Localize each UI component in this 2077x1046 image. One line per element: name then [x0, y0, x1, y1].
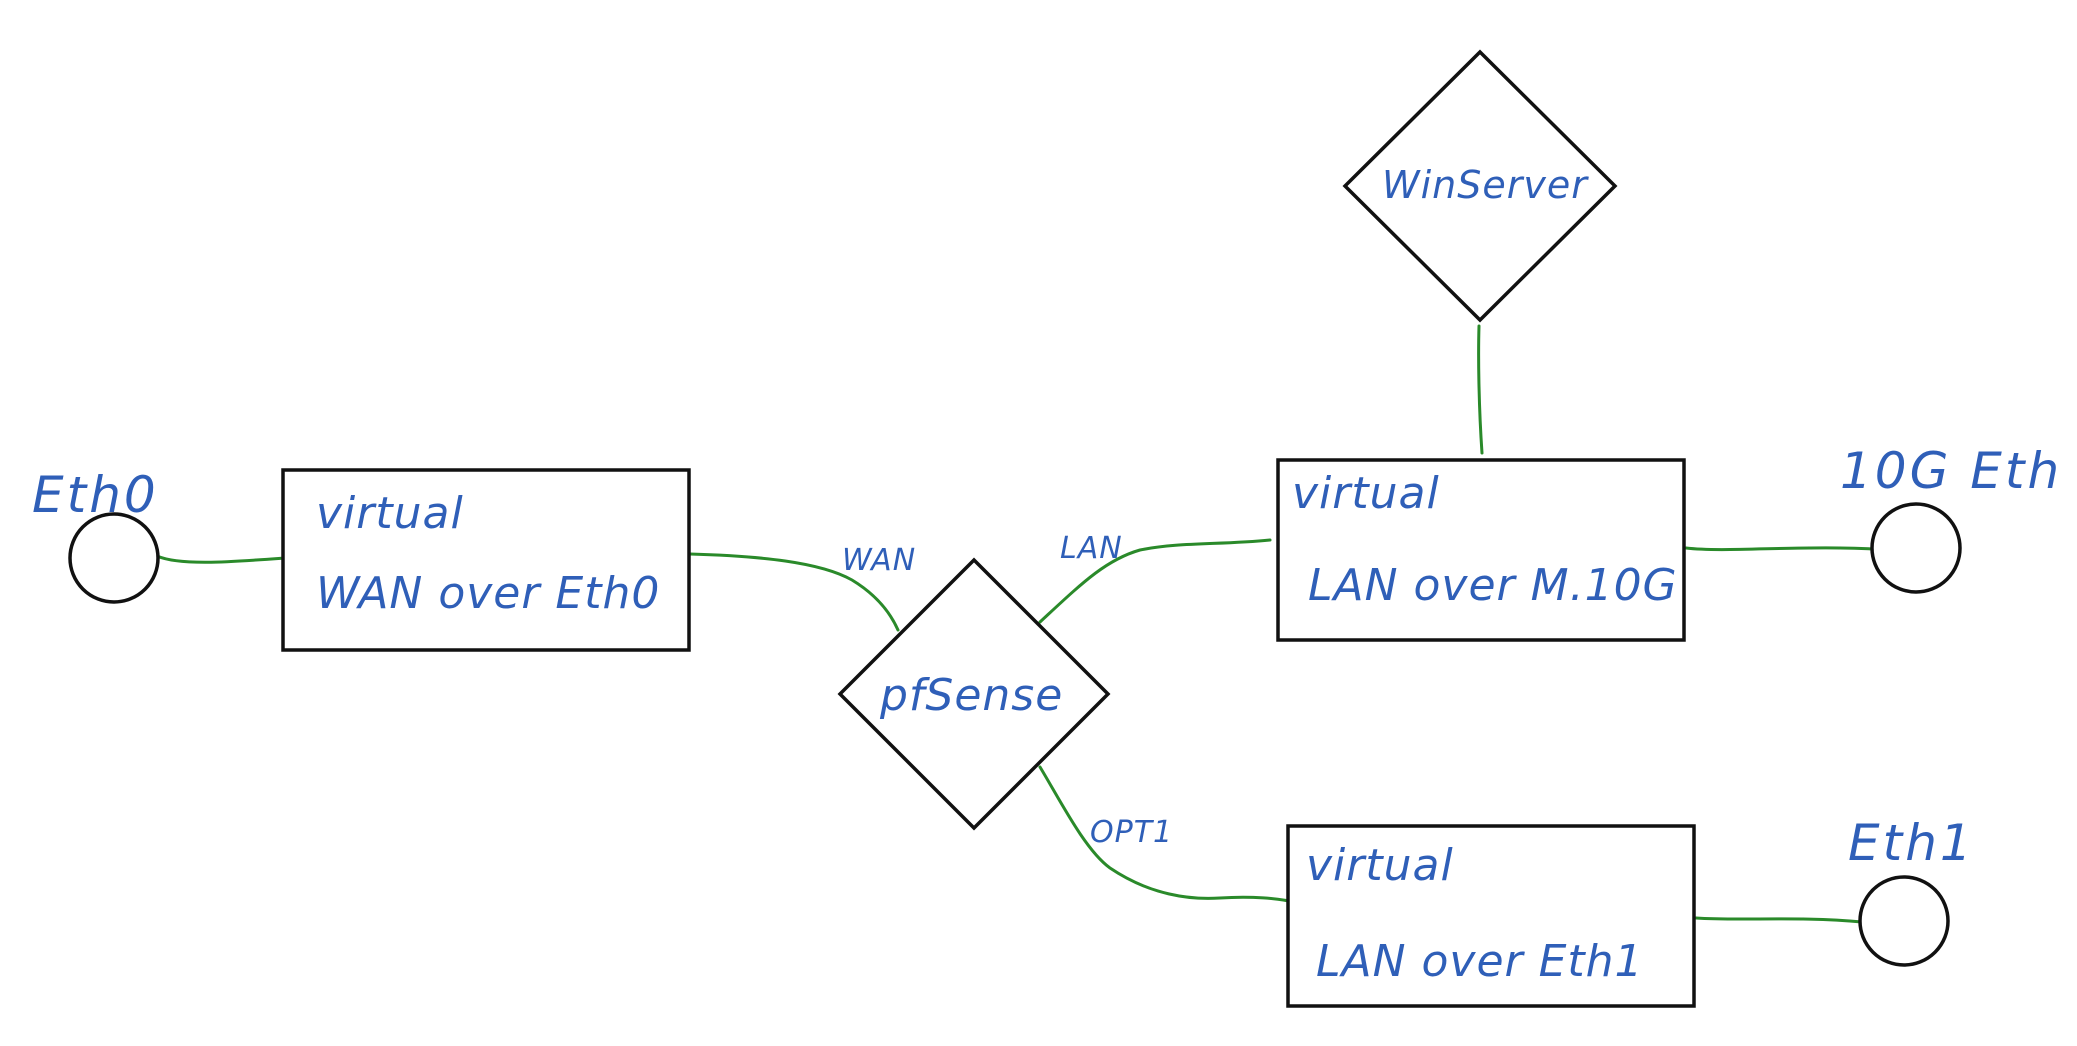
wan-box-title: virtual: [316, 488, 464, 539]
opt-virtual-box: [1286, 824, 1696, 1008]
lan-box-subtitle: LAN over M.10G: [1308, 560, 1678, 611]
eth10g-port: [1870, 502, 1962, 594]
opt1-link-label: OPT1: [1090, 815, 1173, 850]
eth0-label: Eth0: [32, 466, 159, 524]
wan-box-subtitle: WAN over Eth0: [316, 568, 660, 619]
link-eth0-to-wan-box: [155, 554, 287, 564]
wan-virtual-box: [281, 468, 691, 652]
lan-virtual-box: [1276, 458, 1686, 642]
wan-link-label: WAN: [842, 543, 916, 578]
eth0-port: [68, 512, 160, 604]
pfsense-label: pfSense: [879, 670, 1063, 721]
eth1-port: [1858, 875, 1950, 967]
eth10g-label: 10G Eth: [1840, 442, 2062, 500]
opt-box-title: virtual: [1306, 840, 1454, 891]
opt-box-subtitle: LAN over Eth1: [1316, 936, 1644, 987]
link-pfsense-to-lan-box: [1038, 538, 1272, 624]
pfsense-node: [837, 557, 1111, 831]
winserver-node: [1342, 49, 1618, 323]
link-pfsense-to-opt-box: [1038, 765, 1299, 905]
winserver-label: WinServer: [1382, 163, 1589, 207]
lan-link-label: LAN: [1060, 531, 1123, 566]
lan-box-title: virtual: [1292, 468, 1440, 519]
link-opt-box-to-eth1: [1694, 916, 1864, 924]
link-lan-box-to-eth10g: [1684, 546, 1875, 552]
link-wan-box-to-pfsense: [688, 552, 900, 632]
link-winserver-to-lan-box: [1477, 324, 1484, 455]
eth1-label: Eth1: [1848, 814, 1975, 872]
